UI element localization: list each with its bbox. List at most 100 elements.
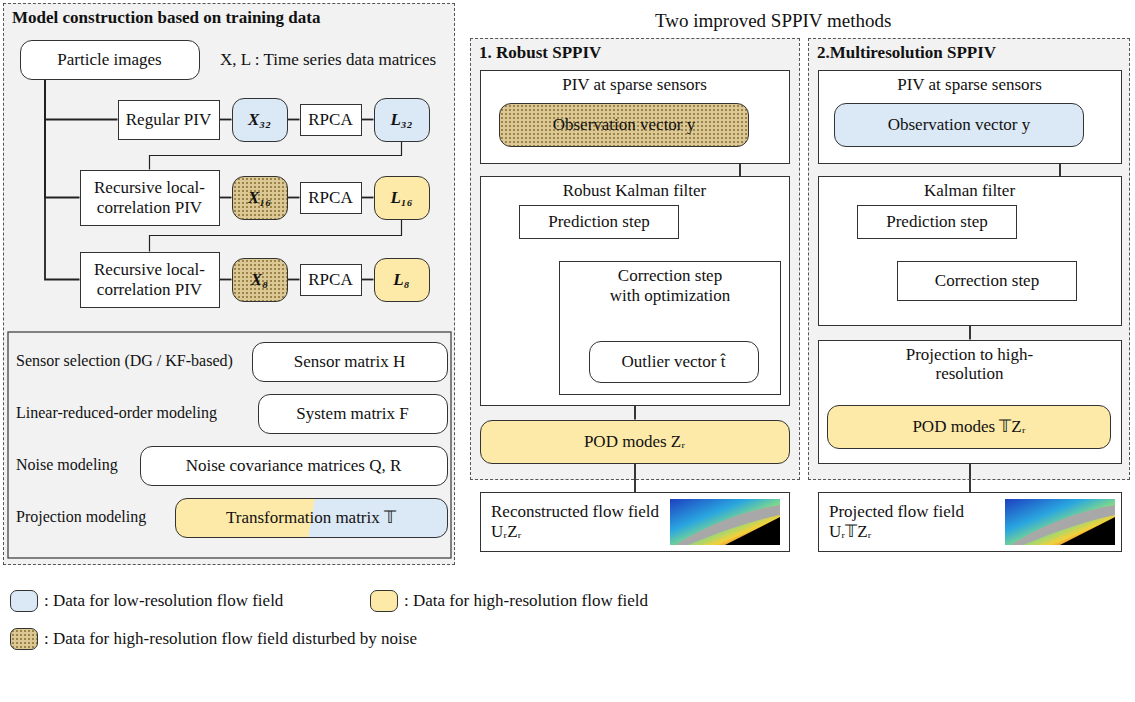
node-text: Recursive local-correlation PIV	[87, 178, 213, 217]
node-text: Robust Kalman filter	[481, 181, 789, 201]
connector	[45, 80, 80, 280]
data-box: POD modes 𝕋Zᵣ	[827, 405, 1111, 449]
panel-ground	[3, 3, 455, 565]
node-text: L₃₂	[390, 110, 412, 130]
node-text: Reconstructed flow field UᵣZᵣ	[491, 502, 661, 541]
node-text: Projected flow field Uᵣ𝕋Zᵣ	[829, 502, 999, 541]
legend-swatch	[10, 590, 38, 612]
model-box: Noise covariance matrices Q, R	[140, 446, 448, 486]
connector	[969, 464, 971, 493]
connector	[634, 406, 636, 420]
node-text: Projection to high-resolution	[885, 345, 1055, 384]
legend-text: : Data for low-resolution flow field	[44, 591, 283, 611]
connector	[362, 279, 374, 281]
legend-swatch	[370, 590, 398, 612]
node-text: PIV at sparse sensors	[481, 75, 789, 95]
group-box: Robust Kalman filterPrediction stepCorre…	[480, 176, 790, 406]
group-box: Kalman filterPrediction stepCorrection s…	[818, 176, 1122, 326]
result-box: Projected flow field Uᵣ𝕋Zᵣ	[818, 492, 1122, 552]
annotation-label: Noise modeling	[16, 456, 118, 474]
node-text: RPCA	[308, 110, 352, 130]
model-box: Sensor matrix H	[252, 342, 448, 382]
node-text: Kalman filter	[819, 181, 1121, 201]
data-matrix: L₃₂	[374, 98, 430, 142]
node-text: X₁₆	[248, 188, 271, 208]
node-text: Observation vector y	[553, 115, 696, 135]
node-text: POD modes Zᵣ	[584, 432, 685, 452]
process-box: Regular PIV	[118, 100, 220, 140]
connector	[220, 279, 232, 281]
step-box: Correction step with optimizationOutlier…	[559, 261, 781, 395]
method-panel: 1. Robust SPPIV PIV at sparse sensorsObse…	[470, 38, 800, 480]
node-text: X₃₂	[248, 110, 271, 130]
section-panel: Model construction based on training dat…	[3, 3, 455, 565]
node-text: Sensor matrix H	[294, 352, 405, 372]
node-text: Prediction step	[886, 212, 988, 232]
legend-text: : Data for high-resolution flow field	[404, 591, 648, 611]
data-box: POD modes Zᵣ	[480, 420, 790, 464]
node-text: Recursive local-correlation PIV	[87, 260, 213, 299]
source-box: Particle images	[20, 40, 200, 80]
process-box: RPCA	[300, 182, 362, 214]
connector	[220, 197, 232, 199]
data-matrix: X₁₆	[232, 176, 288, 220]
node-text: L₁₆	[390, 188, 412, 208]
data-matrix: X₃₂	[232, 98, 288, 142]
connector	[45, 80, 118, 120]
annotation-label: Two improved SPPIV methods	[655, 10, 891, 32]
method-panel: 2.Multiresolution SPPIV PIV at sparse sen…	[808, 38, 1130, 480]
node-text: PIV at sparse sensors	[819, 75, 1121, 95]
flow-field-image	[1005, 499, 1115, 545]
data-matrix: X₈	[232, 258, 288, 302]
node-text: Outlier vector t̂	[622, 352, 726, 372]
process-box: Recursive local-correlation PIV	[80, 252, 220, 308]
connector	[288, 279, 300, 281]
node-text: System matrix F	[296, 404, 408, 424]
data-box: Outlier vector t̂	[589, 341, 759, 383]
node-text: X₈	[251, 270, 268, 290]
connector	[634, 464, 636, 493]
node-text: Regular PIV	[126, 110, 211, 130]
connector	[150, 142, 402, 170]
node-text: Prediction step	[548, 212, 650, 232]
process-box: Recursive local-correlation PIV	[80, 170, 220, 226]
connector	[362, 119, 374, 121]
node-text: Particle images	[57, 50, 161, 70]
annotation-label: Linear-reduced-order modeling	[16, 404, 217, 422]
connector	[45, 80, 80, 198]
data-box: Observation vector y	[834, 103, 1084, 147]
model-box: Transformation matrix 𝕋	[175, 498, 448, 538]
annotation-label: X, L : Time series data matrices	[220, 50, 436, 70]
connector	[288, 197, 300, 199]
node-text: Observation vector y	[888, 115, 1031, 135]
result-box: Reconstructed flow field UᵣZᵣ	[480, 492, 790, 552]
panel-ground	[470, 38, 800, 480]
process-box: RPCA	[300, 104, 362, 136]
legend-text: : Data for high-resolution flow field di…	[44, 629, 417, 649]
connector	[220, 119, 232, 121]
node-text: 1. Robust SPPIV	[479, 43, 791, 63]
node-text: RPCA	[308, 188, 352, 208]
node-text: Correction step with optimization	[603, 266, 738, 305]
node-text: L₈	[393, 270, 409, 290]
group-box: Projection to high-resolutionPOD modes 𝕋…	[818, 340, 1122, 464]
panel-ground	[808, 38, 1130, 480]
group-box: PIV at sparse sensorsObservation vector …	[818, 70, 1122, 164]
node-text: 2.Multiresolution SPPIV	[817, 43, 1121, 63]
node-text: RPCA	[308, 270, 352, 290]
flow-field-image	[670, 499, 780, 545]
step-box: Prediction step	[519, 205, 679, 239]
connector	[288, 119, 300, 121]
step-box: Correction step	[897, 261, 1077, 301]
data-matrix: L₁₆	[374, 176, 430, 220]
data-box: Observation vector y	[499, 103, 749, 147]
model-box: System matrix F	[258, 394, 448, 434]
group-box: PIV at sparse sensorsObservation vector …	[480, 70, 790, 164]
data-matrix: L₈	[374, 258, 430, 302]
node-text: Model construction based on training dat…	[12, 8, 446, 28]
process-box: RPCA	[300, 264, 362, 296]
connector	[362, 197, 374, 199]
node-text: POD modes 𝕋Zᵣ	[912, 417, 1025, 437]
node-text: Correction step	[935, 271, 1039, 291]
step-box: Prediction step	[857, 205, 1017, 239]
